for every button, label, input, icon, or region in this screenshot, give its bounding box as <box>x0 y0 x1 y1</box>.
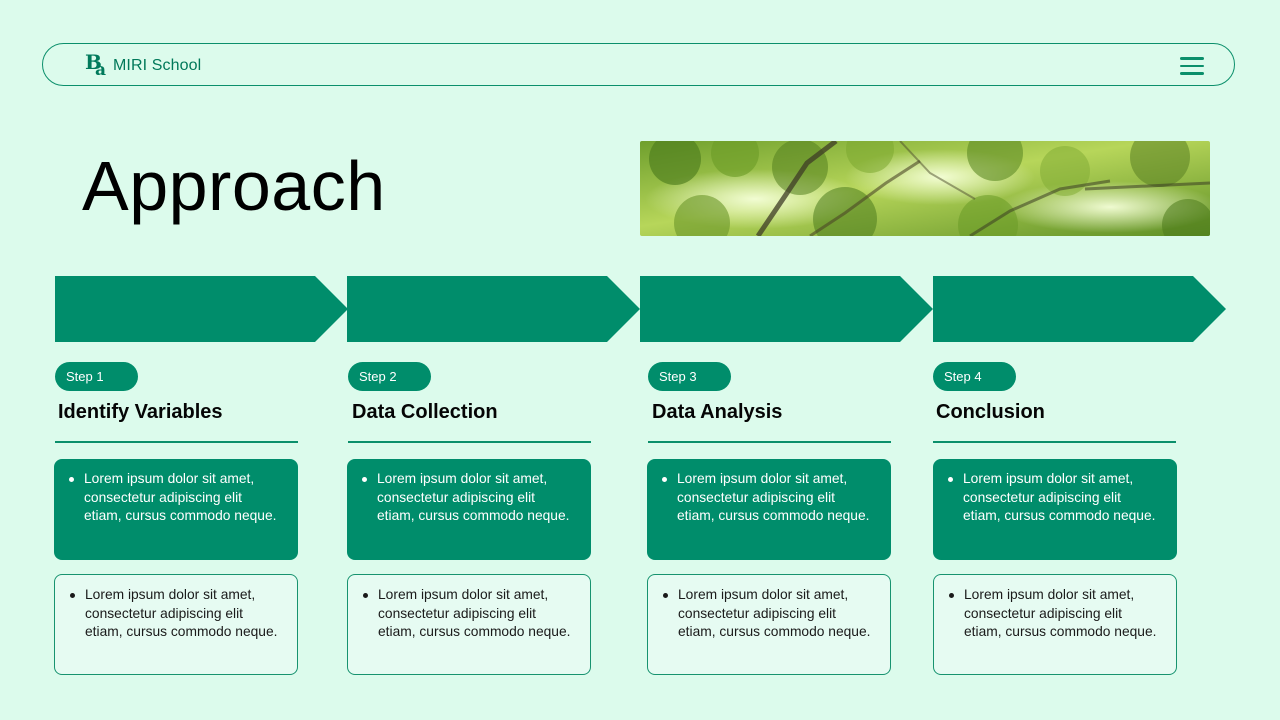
step-2-primary-card: Lorem ipsum dolor sit amet, consectetur … <box>347 459 591 560</box>
step-2-secondary-card: Lorem ipsum dolor sit amet, consectetur … <box>347 574 591 675</box>
brand-name: MIRI School <box>113 57 202 74</box>
step-2-badge: Step 2 <box>348 362 431 391</box>
step-3-primary-text: Lorem ipsum dolor sit amet, consectetur … <box>662 470 876 526</box>
step-2-primary-text: Lorem ipsum dolor sit amet, consectetur … <box>362 470 576 526</box>
forest-canopy-image <box>640 141 1210 236</box>
step-1-primary-card: Lorem ipsum dolor sit amet, consectetur … <box>54 459 298 560</box>
step-3-secondary-text: Lorem ipsum dolor sit amet, consectetur … <box>663 586 875 642</box>
step-1-divider <box>55 441 298 443</box>
step-2-title: Data Collection <box>352 401 498 423</box>
hamburger-menu-icon[interactable] <box>1180 57 1204 75</box>
step-1-badge: Step 1 <box>55 362 138 391</box>
step-3-primary-card: Lorem ipsum dolor sit amet, consectetur … <box>647 459 891 560</box>
step-3-divider <box>648 441 891 443</box>
step-4-primary-text: Lorem ipsum dolor sit amet, consectetur … <box>948 470 1162 526</box>
step-2-arrow <box>347 276 640 342</box>
step-3-badge: Step 3 <box>648 362 731 391</box>
step-2-divider <box>348 441 591 443</box>
step-1-secondary-card: Lorem ipsum dolor sit amet, consectetur … <box>54 574 298 675</box>
step-4-arrow <box>933 276 1226 342</box>
step-4-primary-card: Lorem ipsum dolor sit amet, consectetur … <box>933 459 1177 560</box>
step-1-arrow <box>55 276 348 342</box>
page-title: Approach <box>82 147 386 225</box>
step-3-arrow <box>640 276 933 342</box>
step-3-title: Data Analysis <box>652 401 783 423</box>
step-4-divider <box>933 441 1176 443</box>
forest-canopy-graphic <box>640 141 1210 236</box>
step-4-badge: Step 4 <box>933 362 1016 391</box>
step-4-secondary-card: Lorem ipsum dolor sit amet, consectetur … <box>933 574 1177 675</box>
step-4-title: Conclusion <box>936 401 1045 423</box>
step-2-secondary-text: Lorem ipsum dolor sit amet, consectetur … <box>363 586 575 642</box>
step-1-secondary-text: Lorem ipsum dolor sit amet, consectetur … <box>70 586 282 642</box>
step-1-primary-text: Lorem ipsum dolor sit amet, consectetur … <box>69 470 283 526</box>
step-1-title: Identify Variables <box>58 401 223 423</box>
step-4-secondary-text: Lorem ipsum dolor sit amet, consectetur … <box>949 586 1161 642</box>
step-3-secondary-card: Lorem ipsum dolor sit amet, consectetur … <box>647 574 891 675</box>
